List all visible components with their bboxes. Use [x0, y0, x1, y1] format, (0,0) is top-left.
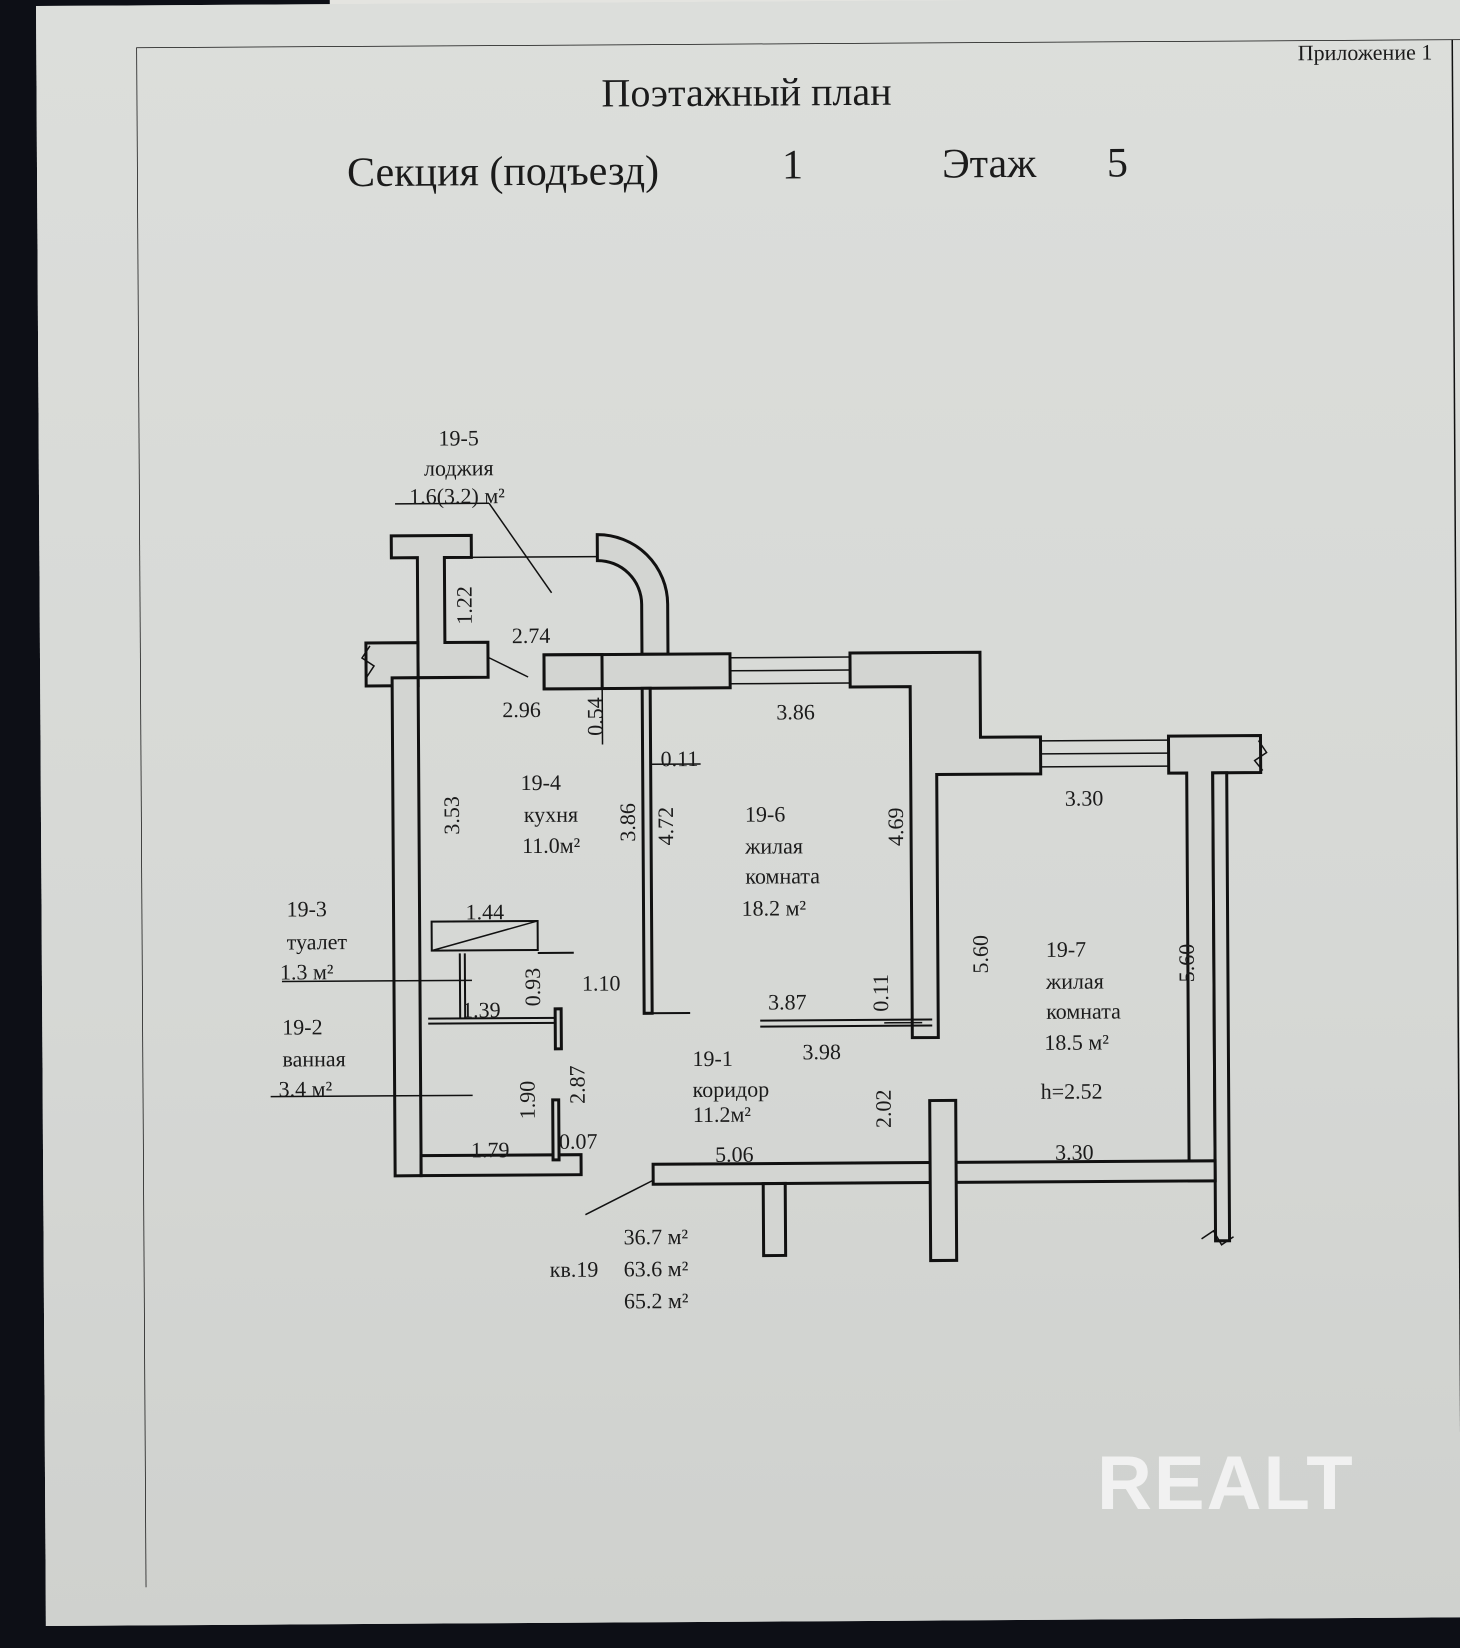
dim-3-86-v: 3.86 — [615, 803, 640, 842]
dim-4-69: 4.69 — [883, 807, 908, 846]
appendix-label: Приложение 1 — [1298, 39, 1433, 65]
floor-plan-drawing: Приложение 1 Поэтажный план Секция (подъ… — [136, 39, 1460, 1587]
corridor-area: 11.2м² — [693, 1102, 752, 1127]
apartment-number: кв.19 — [550, 1257, 599, 1282]
dim-0-11b: 0.11 — [868, 974, 893, 1012]
dim-2-74: 2.74 — [512, 623, 551, 648]
bath-name: ванная — [282, 1046, 345, 1071]
bath-id: 19-2 — [282, 1014, 322, 1039]
section-label: Секция (подъезд) — [347, 148, 659, 196]
kitchen-room6-partition — [642, 688, 652, 1013]
dim-2-02: 2.02 — [871, 1090, 896, 1129]
toilet-id: 19-3 — [286, 896, 326, 921]
window-left-pier — [544, 655, 602, 689]
dim-3-87: 3.87 — [768, 989, 807, 1014]
ceiling-height: h=2.52 — [1041, 1079, 1103, 1104]
page-frame: Приложение 1 Поэтажный план Секция (подъ… — [136, 39, 1460, 1648]
dim-3-86-top: 3.86 — [776, 699, 815, 724]
dim-3-98: 3.98 — [802, 1039, 841, 1064]
window-room7-pane — [1041, 753, 1169, 754]
dim-0-07: 0.07 — [559, 1129, 598, 1154]
toilet-area: 1.3 м² — [280, 959, 334, 984]
kitchen-area: 11.0м² — [522, 833, 581, 858]
floor-label: Этаж — [942, 141, 1038, 188]
floor-value: 5 — [1107, 140, 1128, 186]
room6-name1: жилая — [744, 833, 803, 858]
toilet-diagonal — [432, 921, 538, 951]
dim-1-10: 1.10 — [582, 970, 621, 995]
room7-area: 18.5 м² — [1044, 1029, 1109, 1054]
dim-0-11a: 0.11 — [661, 746, 699, 771]
dim-296-leader — [488, 657, 528, 677]
floor-plan-sheet: Приложение 1 Поэтажный план Секция (подъ… — [36, 0, 1460, 1626]
dim-5-60b: 5.60 — [1174, 944, 1199, 983]
totals-leader — [585, 1180, 653, 1214]
dim-3-53: 3.53 — [439, 796, 464, 835]
window-room6-pane — [730, 670, 850, 671]
dim-1-90: 1.90 — [515, 1081, 540, 1120]
room6-area: 18.2 м² — [741, 895, 806, 920]
toilet-name: туалет — [287, 929, 348, 954]
frame-top-line — [136, 39, 1460, 47]
dim-0-93: 0.93 — [520, 968, 545, 1007]
dim-3-30-bottom: 3.30 — [1055, 1140, 1094, 1165]
corridor-id: 19-1 — [692, 1046, 732, 1071]
room6-id: 19-6 — [745, 801, 785, 826]
dim-1-39: 1.39 — [462, 997, 501, 1022]
dim-1-79: 1.79 — [471, 1137, 510, 1162]
dim-5-60a: 5.60 — [968, 935, 993, 974]
kitchen-name: кухня — [524, 802, 578, 827]
partition-column — [930, 1100, 957, 1260]
dim-0-54: 0.54 — [582, 697, 607, 736]
room6-name2: комната — [745, 863, 820, 888]
left-exterior-wall — [392, 678, 421, 1176]
dim-1-44: 1.44 — [465, 899, 504, 924]
plan-title: Поэтажный план — [601, 69, 891, 116]
bath-area: 3.4 м² — [279, 1076, 333, 1101]
living-area-total: 36.7 м² — [623, 1224, 688, 1249]
section-value: 1 — [782, 142, 803, 188]
total-area: 63.6 м² — [624, 1256, 689, 1281]
dim-2-87: 2.87 — [564, 1065, 589, 1104]
loggia-name: лоджия — [424, 455, 494, 480]
dim-1-22: 1.22 — [452, 586, 477, 625]
bath-door-jamb — [555, 1009, 561, 1049]
dim-4-72: 4.72 — [653, 807, 678, 846]
room7-id: 19-7 — [1046, 937, 1086, 962]
room7-name1: жилая — [1045, 968, 1104, 993]
rounded-column — [597, 534, 668, 654]
dim-5-06: 5.06 — [715, 1142, 754, 1167]
loggia-opening — [444, 557, 597, 558]
frame-right-line — [1452, 39, 1460, 1579]
dim-3-30-top: 3.30 — [1065, 785, 1104, 810]
entrance-stub — [763, 1183, 785, 1255]
corridor-name: коридор — [693, 1077, 770, 1102]
room7-name2: комната — [1046, 998, 1121, 1023]
loggia-area: 1.6(3.2) м² — [409, 483, 505, 509]
dim-2-96: 2.96 — [502, 697, 541, 722]
loggia-leader — [489, 503, 552, 593]
total-area-with-loggia: 65.2 м² — [624, 1288, 689, 1313]
realt-watermark: REALT — [1097, 1440, 1355, 1527]
kitchen-id: 19-4 — [521, 770, 561, 795]
loggia-id: 19-5 — [438, 425, 478, 450]
frame-left-line — [136, 47, 145, 1587]
